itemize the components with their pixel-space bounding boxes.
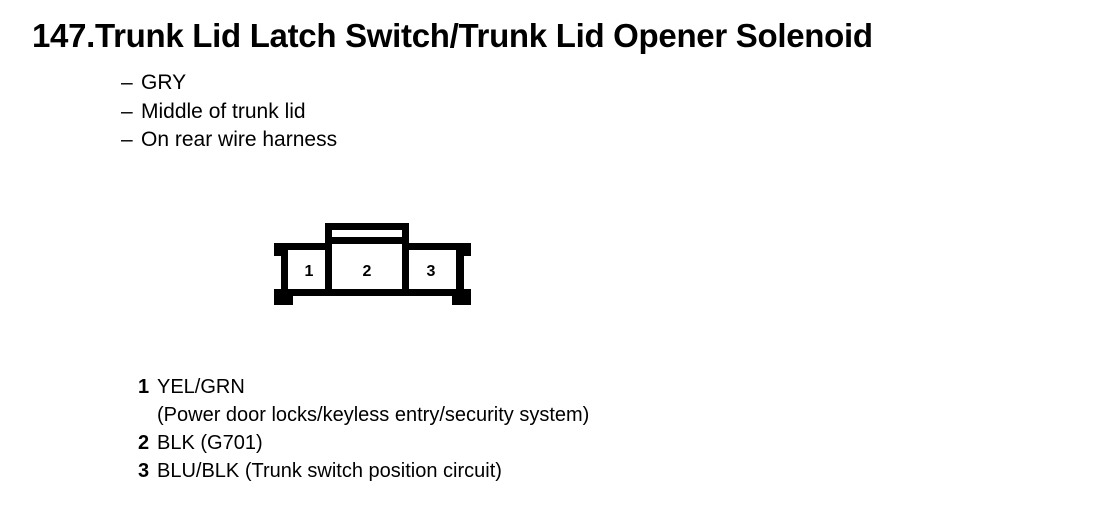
cavity-number-3: 3 (427, 263, 436, 280)
legend-pin-description: BLK (G701) (157, 432, 263, 454)
spec-item-location: –Middle of trunk lid (121, 98, 337, 127)
spec-item-harness: –On rear wire harness (121, 126, 337, 155)
page-title: 147.Trunk Lid Latch Switch/Trunk Lid Ope… (32, 17, 873, 55)
spec-item-label: GRY (141, 71, 187, 94)
legend-pin-number: 3 (138, 460, 150, 482)
page-title-text: Trunk Lid Latch Switch/Trunk Lid Opener … (95, 17, 873, 54)
cavity-number-1: 1 (305, 263, 314, 280)
legend-row: 3 BLU/BLK (Trunk switch position circuit) (138, 457, 589, 485)
connector-right-flange (445, 256, 464, 296)
legend-pin-number: 1 (138, 376, 150, 398)
spec-item-label: Middle of trunk lid (141, 99, 306, 123)
cavity-divider-2-3 (402, 250, 409, 289)
dash-icon: – (121, 128, 133, 151)
legend-row: 1 YEL/GRN (138, 373, 589, 401)
legend-pin-description: YEL/GRN (157, 376, 245, 398)
legend-pin-description: BLU/BLK (Trunk switch position circuit) (157, 460, 502, 482)
legend-row: 2 BLK (G701) (138, 429, 589, 457)
connector-left-flange (281, 256, 300, 296)
cavity-number-2: 2 (363, 263, 372, 280)
legend-pin-continuation: (Power door locks/keyless entry/security… (157, 404, 590, 426)
pin-legend: 1 YEL/GRN (Power door locks/keyless entry… (138, 373, 589, 485)
dash-icon: – (121, 99, 133, 123)
spec-list: –GRY –Middle of trunk lid –On rear wire … (121, 69, 337, 155)
cavity-window (288, 250, 456, 289)
spec-item-label: On rear wire harness (141, 128, 338, 151)
connector-diagram: 1 2 3 (262, 216, 482, 316)
legend-pin-number: 2 (138, 432, 150, 454)
dash-icon: – (121, 71, 133, 94)
page-title-number: 147. (32, 17, 96, 54)
spec-item-wire-color: –GRY (121, 69, 337, 98)
cavity-divider-1-2 (325, 250, 332, 289)
connector-illustration: 1 2 3 (274, 223, 471, 305)
